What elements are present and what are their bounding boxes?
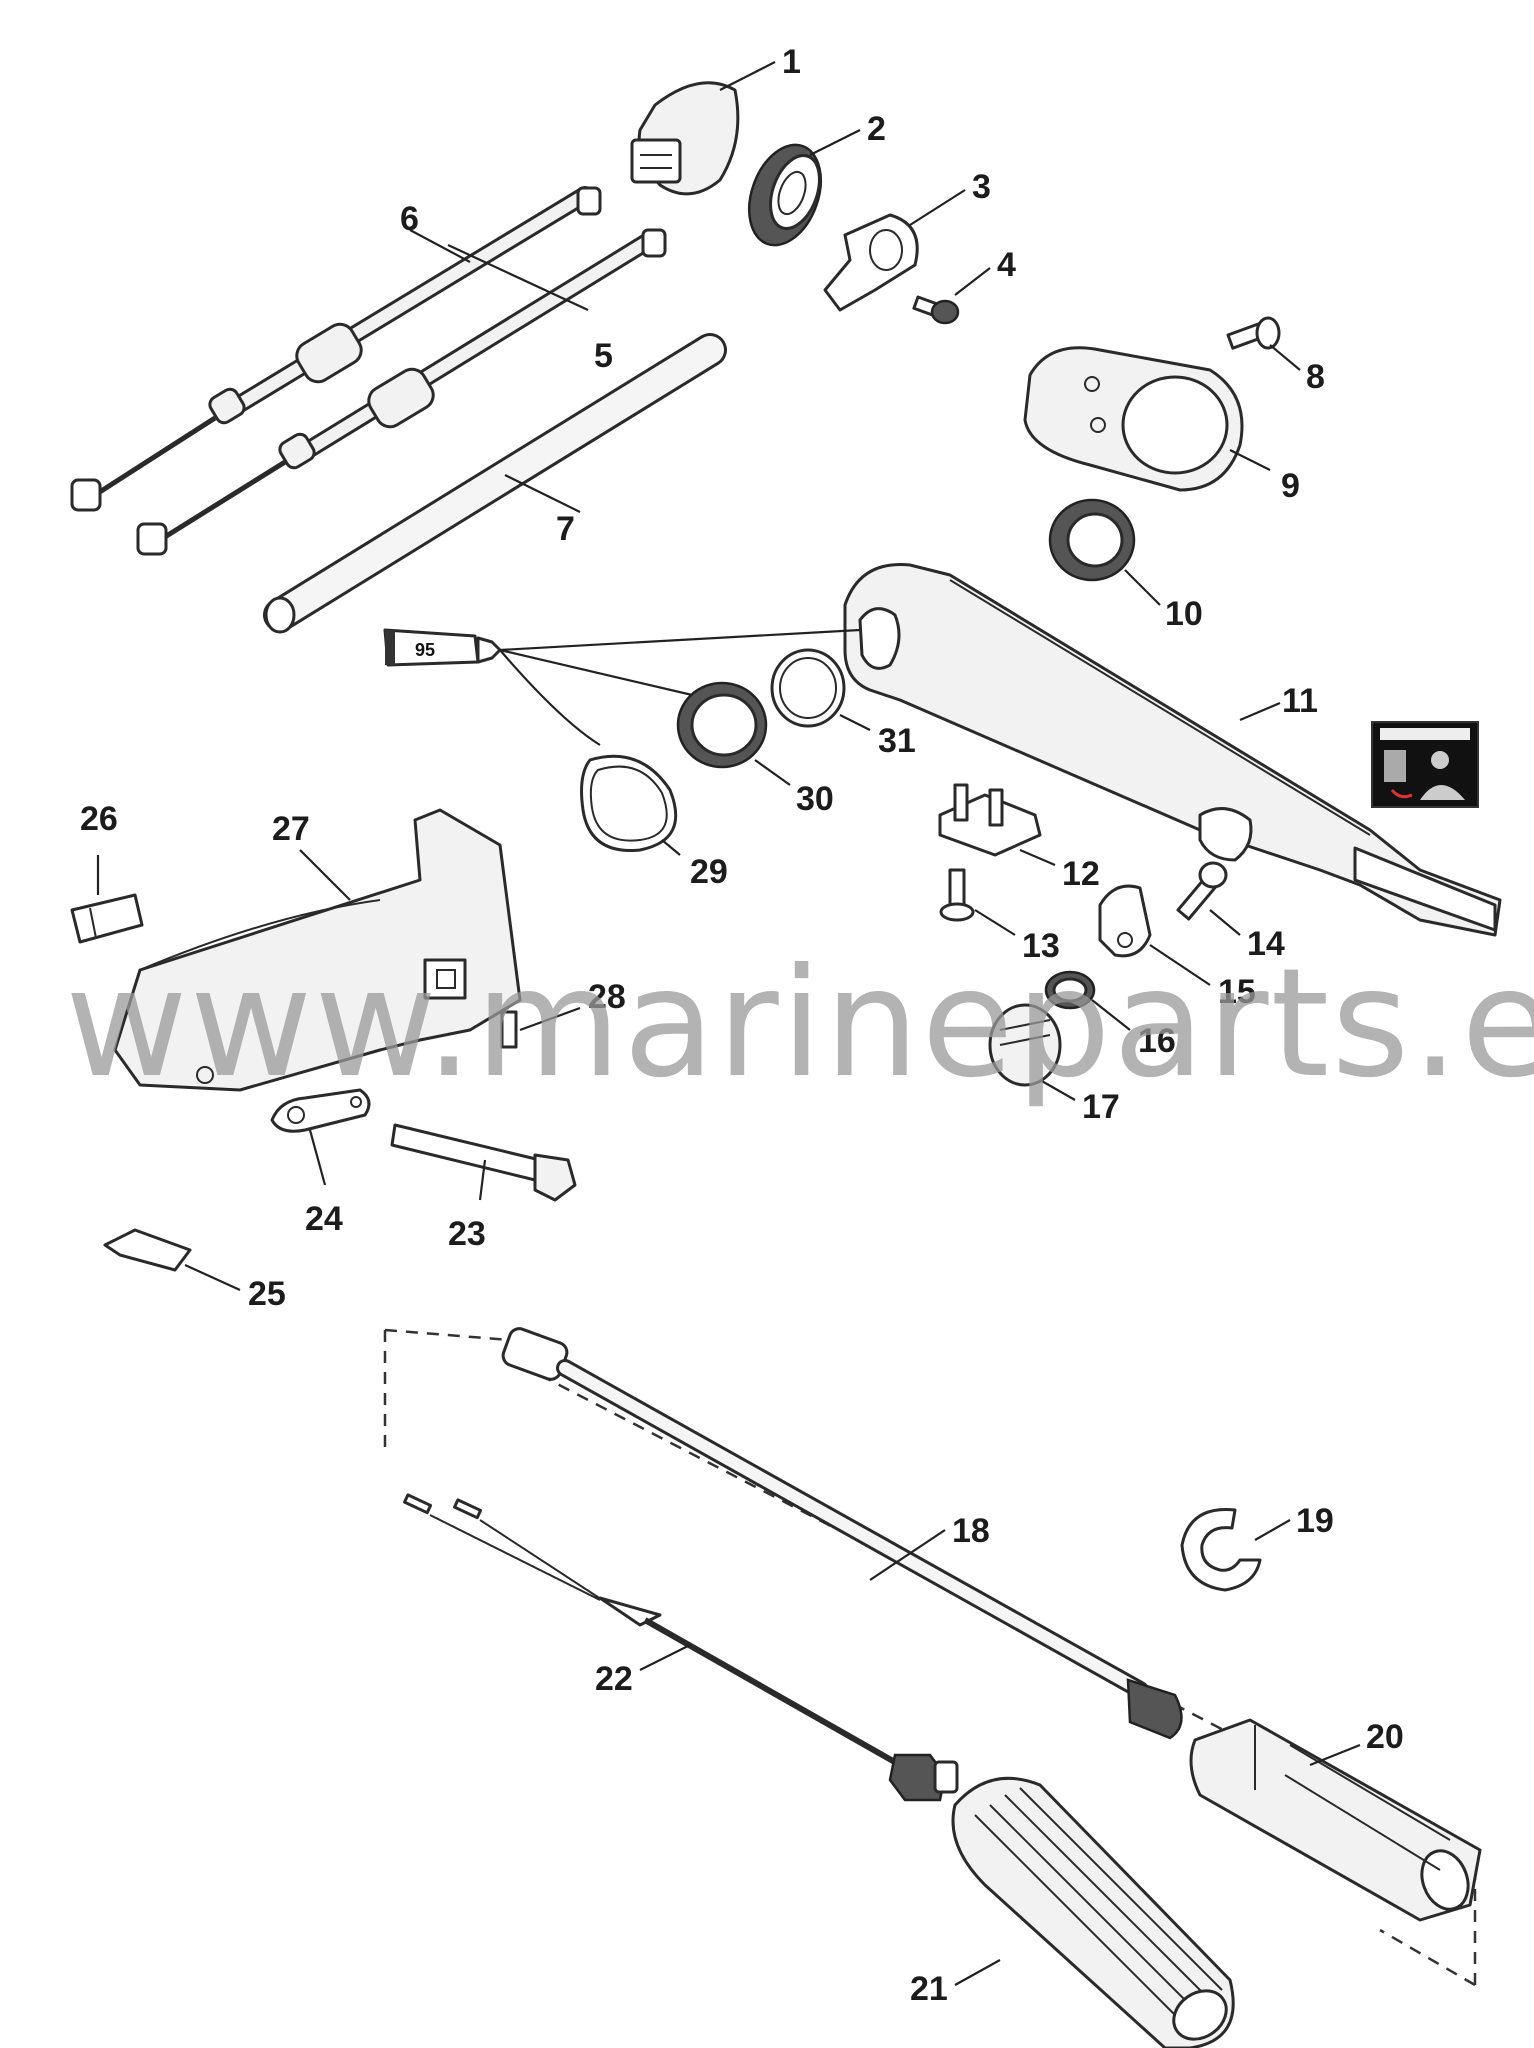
callout-22: 22: [595, 1660, 633, 1698]
part-14-bolt: [1176, 861, 1228, 921]
callout-31: 31: [878, 722, 916, 760]
callout-15: 15: [1218, 973, 1256, 1011]
callout-6: 6: [400, 200, 419, 238]
callout-16: 16: [1138, 1022, 1176, 1060]
service-manual-icon: [1371, 721, 1479, 808]
callout-13: 13: [1022, 927, 1060, 965]
callout-26: 26: [80, 800, 118, 838]
part-8-bolt: [1226, 316, 1281, 350]
callout-19: 19: [1296, 1502, 1334, 1540]
part-19-ring: [1180, 1507, 1262, 1592]
part-13-screw: [939, 868, 975, 922]
callout-1: 1: [782, 43, 801, 81]
part-5-strut: [136, 228, 667, 556]
part-23-bolt: [390, 1123, 577, 1202]
part-29-oring: [580, 754, 678, 852]
part-16-circlip: [1044, 970, 1096, 1010]
callout-30: 30: [796, 780, 834, 818]
callout-24: 24: [305, 1200, 343, 1238]
part-12-bracket: [938, 783, 1042, 857]
part-10-ring: [1048, 498, 1136, 582]
callout-29: 29: [690, 853, 728, 891]
watermark-text: www.marineparts.eu: [65, 937, 1534, 1111]
part-4-screw: [912, 295, 960, 325]
leader-lines: [96, 61, 1361, 1986]
callout-17: 17: [1082, 1088, 1120, 1126]
callout-4: 4: [997, 246, 1016, 284]
part-2-seal: [748, 143, 822, 247]
part-17-knob: [988, 1003, 1062, 1087]
part-31-oring: [770, 648, 846, 728]
callout-12: 12: [1062, 855, 1100, 893]
callout-7: 7: [556, 510, 575, 548]
part-25-clip: [103, 1228, 192, 1272]
callout-27: 27: [272, 810, 310, 848]
part-18-rod: [501, 1327, 1183, 1740]
callout-numbers: 1 2 3 4 5 6 7 8 9 10 11 12 13 14 15 16 1…: [80, 43, 1404, 2008]
part-22-cable: [403, 1493, 959, 1802]
part-21-grip: [951, 1776, 1235, 2048]
assembly-outline: [383, 1328, 1477, 1987]
part-11-tiller-arm: [843, 563, 1502, 937]
part-27-swivel-bracket: [113, 808, 522, 1092]
part-30-bushing: [676, 681, 768, 769]
callout-3: 3: [972, 168, 991, 206]
callout-20: 20: [1366, 1718, 1404, 1756]
part-6-strut: [70, 186, 602, 512]
callout-2: 2: [867, 110, 886, 148]
part-26-sleeve: [70, 893, 144, 944]
callout-8: 8: [1306, 358, 1325, 396]
sealant-tube-95: 95: [383, 628, 861, 746]
callout-25: 25: [248, 1275, 286, 1313]
sealant-label: 95: [415, 640, 435, 660]
callout-18: 18: [952, 1512, 990, 1550]
callout-5: 5: [594, 337, 613, 375]
callout-21: 21: [910, 1970, 948, 2008]
callout-11: 11: [1282, 682, 1318, 720]
callout-9: 9: [1281, 467, 1300, 505]
part-28-key: [500, 1010, 518, 1049]
part-3-plate: [823, 213, 919, 312]
part-20-shaft: [1189, 1718, 1482, 1922]
part-1-clamp: [630, 81, 740, 196]
callout-23: 23: [448, 1215, 486, 1253]
part-15-clamp: [1098, 884, 1152, 958]
callout-10: 10: [1165, 595, 1203, 633]
callout-28: 28: [588, 978, 626, 1016]
part-24-plate: [270, 1088, 371, 1133]
part-7-tube: [263, 333, 727, 634]
part-9-cover: [1023, 346, 1244, 492]
callout-14: 14: [1247, 925, 1285, 963]
